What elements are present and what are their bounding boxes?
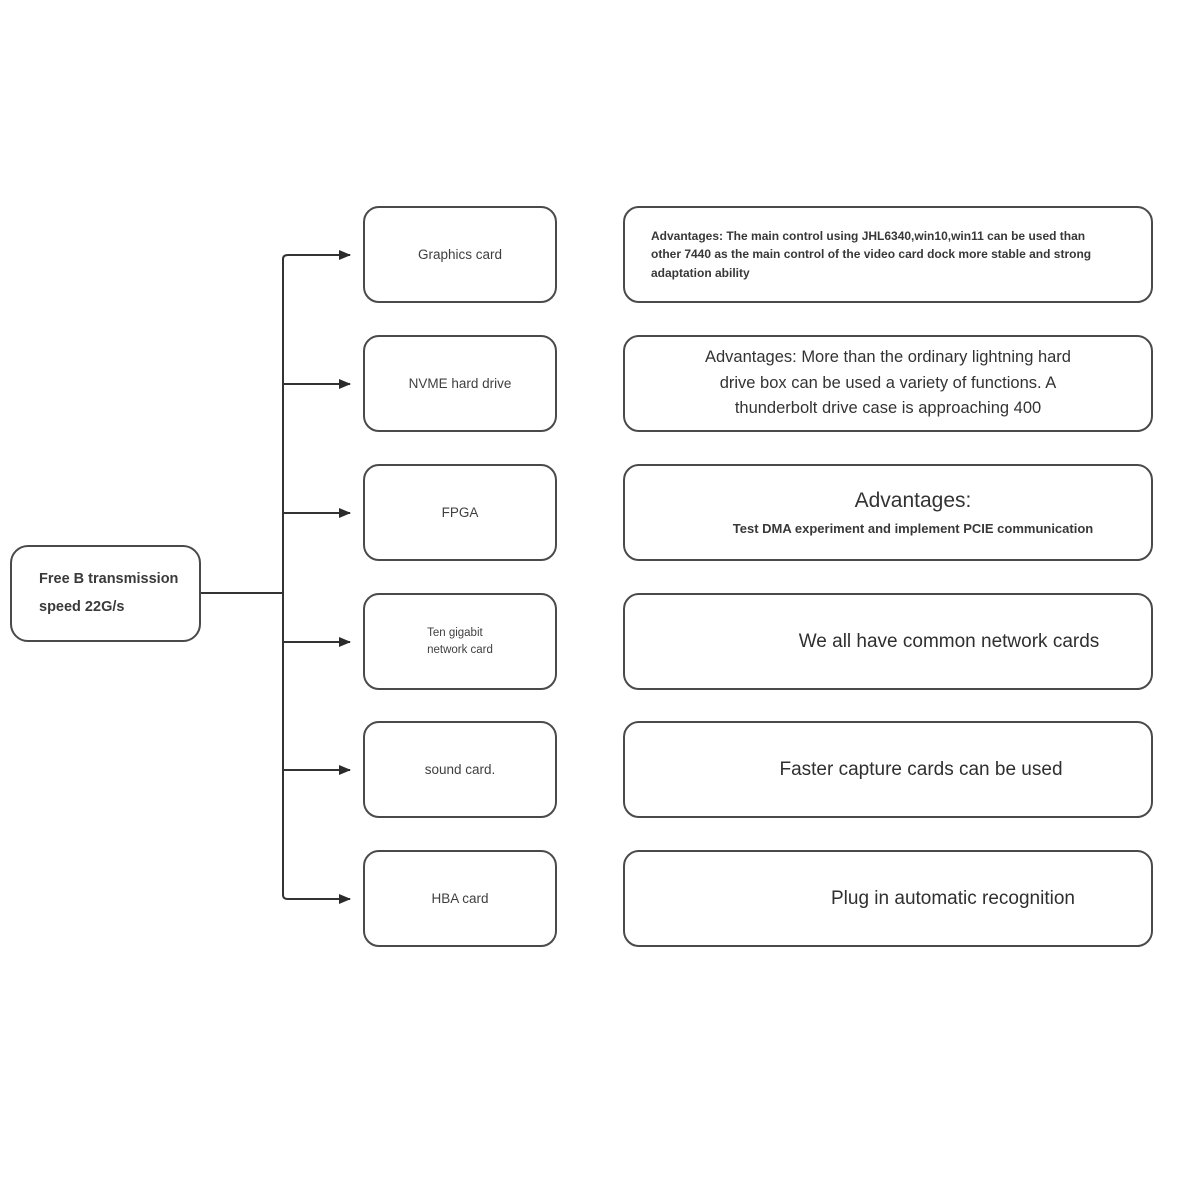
branch-node-nvme-hard-drive: NVME hard drive <box>363 335 557 432</box>
branch-node-label: Graphics card <box>417 246 503 262</box>
root-node-label: Free B transmission speed 22G/s <box>39 570 179 615</box>
branch-node-graphics-card: Graphics card <box>363 206 557 303</box>
description-box-graphics-card: Advantages: The main control using JHL63… <box>623 206 1153 303</box>
description-title: Advantages: <box>854 489 972 512</box>
branch-node-sound-card: sound card. <box>363 721 557 818</box>
branch-node-label: Ten gigabit network card <box>427 626 493 656</box>
description-box-fpga: Advantages: Test DMA experiment and impl… <box>623 464 1153 561</box>
description-text: Advantages: More than the ordinary light… <box>705 348 1071 418</box>
branch-node-label: NVME hard drive <box>408 375 512 391</box>
description-subtitle: Test DMA experiment and implement PCIE c… <box>732 521 1094 536</box>
description-text: Faster capture cards can be used <box>779 758 1063 780</box>
description-box-ten-gigabit-network-card: We all have common network cards <box>623 593 1153 690</box>
branch-node-ten-gigabit-network-card: Ten gigabit network card <box>363 593 557 690</box>
branch-node-label: HBA card <box>431 890 489 906</box>
description-text: Advantages: The main control using JHL63… <box>651 228 1092 280</box>
branch-node-label: sound card. <box>424 761 496 777</box>
description-box-hba-card: Plug in automatic recognition <box>623 850 1153 947</box>
connector-branch-6 <box>282 894 351 904</box>
description-text: Plug in automatic recognition <box>831 887 1075 909</box>
description-text: Advantages: Test DMA experiment and impl… <box>625 489 1151 536</box>
branch-node-label: FPGA <box>441 504 479 520</box>
root-node: Free B transmission speed 22G/s <box>10 545 201 642</box>
description-text: We all have common network cards <box>798 630 1100 652</box>
branch-node-fpga: FPGA <box>363 464 557 561</box>
description-box-sound-card: Faster capture cards can be used <box>623 721 1153 818</box>
branch-node-hba-card: HBA card <box>363 850 557 947</box>
description-box-nvme-hard-drive: Advantages: More than the ordinary light… <box>623 335 1153 432</box>
connector-branch-1 <box>282 250 351 260</box>
